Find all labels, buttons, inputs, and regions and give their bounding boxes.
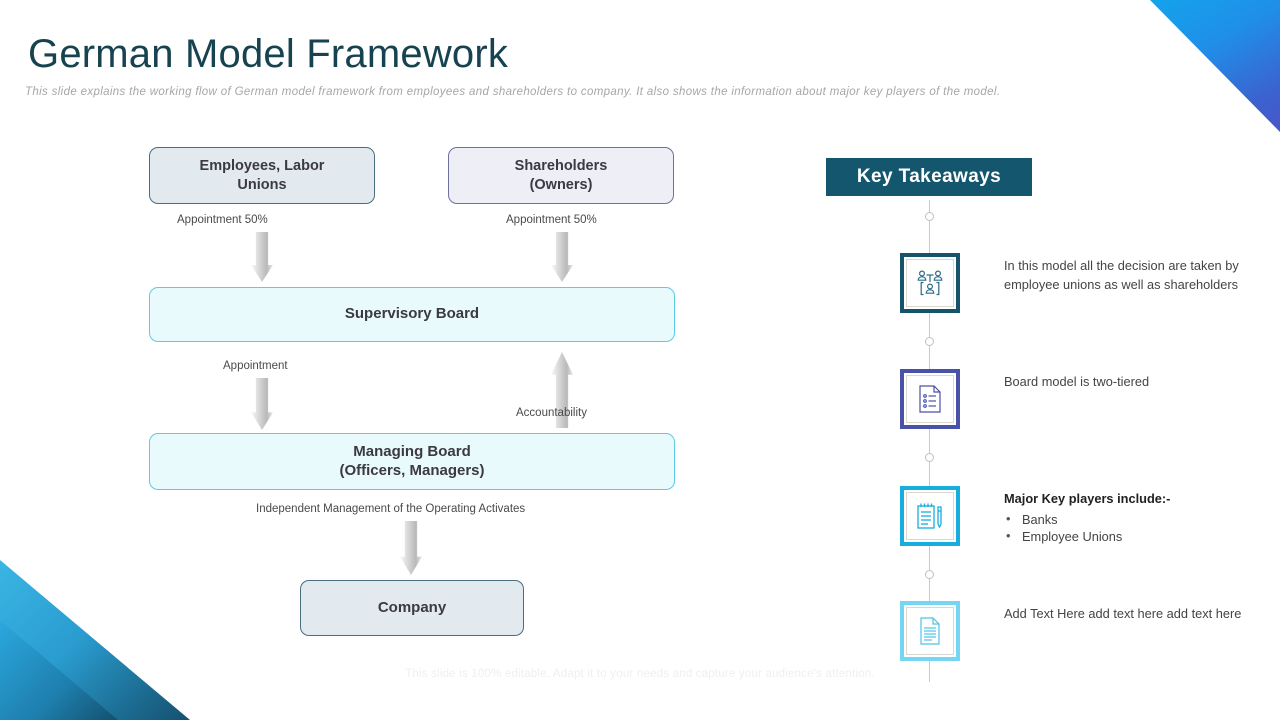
people-group-icon: [900, 253, 960, 313]
key-takeaway-bullet: Employee Unions: [1004, 527, 1170, 545]
arrow-down-shareholders-to-supervisory: [551, 232, 573, 282]
footer-note: This slide is 100% editable. Adapt it to…: [405, 668, 875, 680]
page-subtitle: This slide explains the working flow of …: [25, 86, 1001, 98]
flow-node-company[interactable]: Company: [300, 580, 524, 636]
checklist-document-icon: [900, 369, 960, 429]
key-takeaways-banner: Key Takeaways: [826, 158, 1032, 196]
flow-label-appointment-left: Appointment 50%: [177, 214, 268, 226]
flow-node-employees-line2: Unions: [237, 176, 287, 193]
flow-node-supervisory-board-label: Supervisory Board: [344, 305, 480, 323]
arrow-down-supervisory-to-managing: [251, 378, 273, 430]
flow-node-managing-board-line1: Managing Board: [353, 442, 471, 460]
key-takeaway-item-2[interactable]: Board model is two-tiered: [900, 369, 1149, 429]
flow-diagram: Employees, Labor Unions Shareholders (Ow…: [149, 147, 675, 636]
flow-label-accountability: Accountability: [516, 407, 587, 419]
flow-label-appointment-right: Appointment 50%: [506, 214, 597, 226]
notepad-pencil-icon: [900, 486, 960, 546]
flow-node-employees[interactable]: Employees, Labor Unions: [149, 147, 375, 204]
timeline-node-dot: [925, 570, 934, 579]
key-takeaway-heading-3: Major Key players include:-: [1004, 491, 1171, 506]
flow-node-employees-line1: Employees, Labor: [199, 158, 325, 175]
key-takeaway-text-2: Board model is two-tiered: [1004, 374, 1150, 389]
key-takeaway-bullets-3: Banks Employee Unions: [1004, 510, 1170, 546]
arrow-down-employees-to-supervisory: [251, 232, 273, 282]
timeline-node-dot: [925, 453, 934, 462]
key-takeaway-item-4[interactable]: Add Text Here add text here add text her…: [900, 601, 1241, 661]
key-takeaway-text-1: In this model all the decision are taken…: [1004, 258, 1239, 292]
flow-node-supervisory-board[interactable]: Supervisory Board: [149, 287, 675, 342]
arrow-up-accountability: [551, 352, 573, 428]
timeline-connector-line: [929, 200, 930, 682]
key-takeaway-bullet: Banks: [1004, 510, 1170, 528]
flow-label-independent-management: Independent Management of the Operating …: [256, 503, 526, 515]
arrow-down-managing-to-company: [400, 521, 422, 575]
flow-label-appointment: Appointment: [223, 360, 288, 372]
flow-node-shareholders-line1: Shareholders: [514, 158, 608, 175]
document-lines-icon: [900, 601, 960, 661]
key-takeaway-text-3: Major Key players include:- Banks Employ…: [1004, 486, 1170, 545]
flow-node-managing-board-line2: (Officers, Managers): [339, 461, 485, 479]
flow-node-managing-board[interactable]: Managing Board (Officers, Managers): [149, 433, 675, 490]
timeline-node-dot: [925, 212, 934, 221]
key-takeaway-item-3[interactable]: Major Key players include:- Banks Employ…: [900, 486, 1170, 546]
flow-node-shareholders[interactable]: Shareholders (Owners): [448, 147, 674, 204]
top-right-corner-decoration: [1150, 0, 1280, 132]
key-takeaway-item-1[interactable]: In this model all the decision are taken…: [900, 253, 1280, 313]
page-title: German Model Framework: [28, 32, 509, 76]
timeline-node-dot: [925, 337, 934, 346]
flow-node-company-label: Company: [377, 598, 447, 616]
flow-node-shareholders-line2: (Owners): [529, 176, 593, 193]
key-takeaway-text-4: Add Text Here add text here add text her…: [1004, 606, 1242, 621]
